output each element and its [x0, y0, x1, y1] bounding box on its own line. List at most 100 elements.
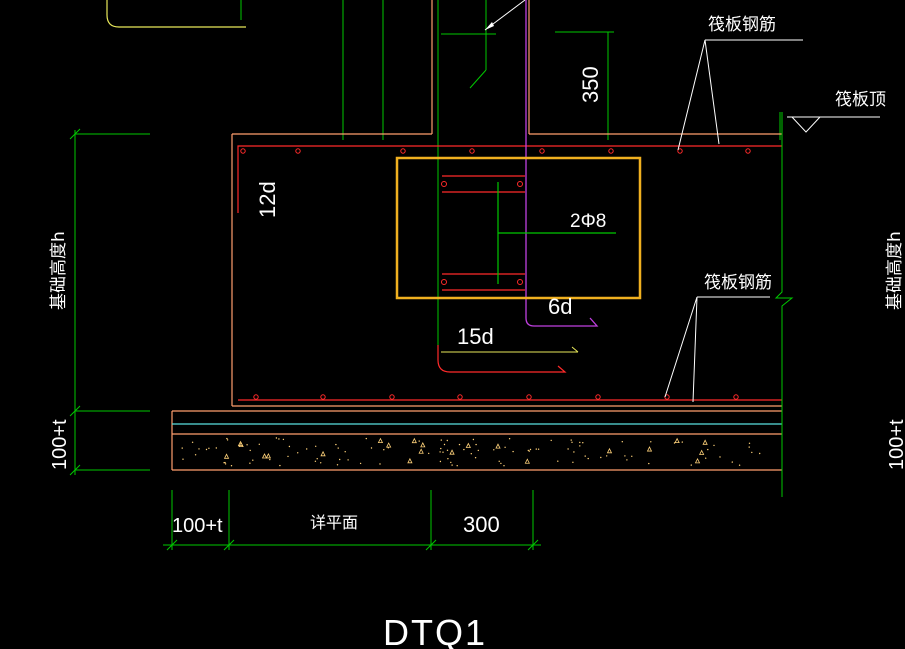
concrete-dot	[297, 452, 299, 454]
concrete-dot	[314, 460, 317, 462]
concrete-dot	[379, 463, 381, 465]
concrete-dot	[621, 441, 623, 443]
concrete-dot	[579, 441, 581, 444]
concrete-dot	[440, 439, 442, 441]
concrete-dot	[624, 455, 626, 457]
hundred-t-right-label: 100+t	[886, 419, 905, 470]
concrete-dot	[498, 460, 500, 462]
dim-2phi8-label: 2Φ8	[570, 211, 606, 232]
concrete-dot	[258, 443, 260, 445]
concrete-dot	[335, 443, 337, 446]
concrete-aggregate	[407, 457, 413, 464]
concrete-dot	[370, 447, 373, 449]
concrete-aggregate	[694, 457, 701, 464]
concrete-dot	[279, 464, 281, 467]
dim-15d-label: 15d	[457, 324, 494, 349]
concrete-dot	[748, 442, 751, 444]
concrete-dot	[648, 462, 650, 465]
concrete-aggregate	[465, 442, 471, 448]
concrete-aggregate	[495, 443, 501, 449]
concrete-dot	[738, 464, 741, 466]
concrete-dot	[442, 451, 444, 453]
concrete-dot	[447, 458, 449, 460]
concrete-dot	[571, 441, 573, 443]
concrete-aggregate	[606, 447, 613, 454]
concrete-dot	[579, 445, 581, 447]
concrete-aggregate	[524, 458, 530, 464]
concrete-dot	[282, 438, 285, 441]
drawing-title: DTQ1	[383, 612, 487, 649]
bottom-rebar-dots	[253, 394, 739, 400]
stirrups	[442, 175, 616, 291]
concrete-dot	[731, 461, 733, 463]
concrete-dot	[249, 449, 251, 452]
concrete-dot	[226, 439, 229, 441]
concrete-dot	[440, 447, 442, 450]
concrete-dot	[275, 437, 278, 439]
concrete-dot	[320, 462, 322, 464]
concrete-aggregate	[699, 449, 705, 455]
dim-350-label: 350	[578, 66, 603, 103]
concrete-dot	[249, 462, 251, 464]
concrete-dot	[570, 439, 572, 441]
concrete-dot	[339, 458, 341, 461]
concrete-dot	[713, 444, 715, 447]
concrete-dot	[572, 461, 574, 463]
concrete-dot	[681, 441, 683, 443]
concrete-dot	[383, 449, 385, 451]
concrete-dot	[626, 459, 628, 461]
concrete-dot	[582, 442, 584, 444]
dim-15d-tick	[571, 346, 579, 353]
concrete-dot	[606, 455, 608, 457]
concrete-dot	[347, 459, 349, 461]
concrete-dot	[705, 457, 707, 459]
concrete-dot	[557, 460, 559, 462]
concrete-dot	[759, 452, 761, 455]
concrete-dot	[450, 461, 452, 464]
rebars	[237, 145, 782, 401]
concrete-dot	[181, 447, 183, 449]
concrete-dot	[508, 438, 511, 440]
stirrup-dots	[441, 181, 523, 285]
concrete-dot	[451, 464, 453, 466]
concrete-dot	[587, 457, 589, 460]
concrete-aggregate	[702, 439, 708, 445]
concrete-dot	[474, 457, 477, 459]
concrete-dot	[707, 448, 709, 451]
concrete-dot	[306, 448, 308, 450]
concrete-dot	[252, 459, 254, 461]
column-lines	[240, 0, 781, 345]
concrete-dot	[198, 448, 200, 450]
concrete-dot	[537, 448, 540, 450]
concrete-dot	[443, 443, 446, 446]
concrete-dot	[584, 455, 586, 457]
raft-top-symbol	[787, 116, 880, 133]
rebar-leaders	[664, 39, 803, 403]
concrete-aggregate	[411, 437, 417, 444]
concrete-dot	[269, 458, 271, 461]
concrete-dot	[719, 456, 721, 458]
concrete-dot	[500, 462, 502, 465]
concrete-dot	[224, 463, 227, 465]
concrete-outline	[171, 0, 782, 471]
concrete-dot	[439, 460, 442, 463]
concrete-dot	[456, 465, 458, 467]
concrete-dot	[493, 449, 495, 451]
foundation-height-left-label: 基础高度h	[49, 231, 69, 310]
concrete-dot	[428, 452, 430, 455]
concrete-dot	[287, 455, 289, 458]
concrete-aggregate	[265, 453, 272, 459]
concrete-dot	[337, 447, 339, 449]
concrete-dot	[504, 446, 506, 448]
concrete-dot	[470, 453, 472, 455]
concrete-dot	[463, 448, 465, 451]
concrete-aggregate	[449, 449, 455, 455]
concrete-dot	[528, 450, 530, 452]
concrete-dot	[472, 438, 475, 441]
raft-rebar-top-label: 筏板钢筋	[708, 15, 776, 35]
concrete-aggregate	[261, 453, 268, 459]
top-left-outline	[106, 0, 246, 28]
